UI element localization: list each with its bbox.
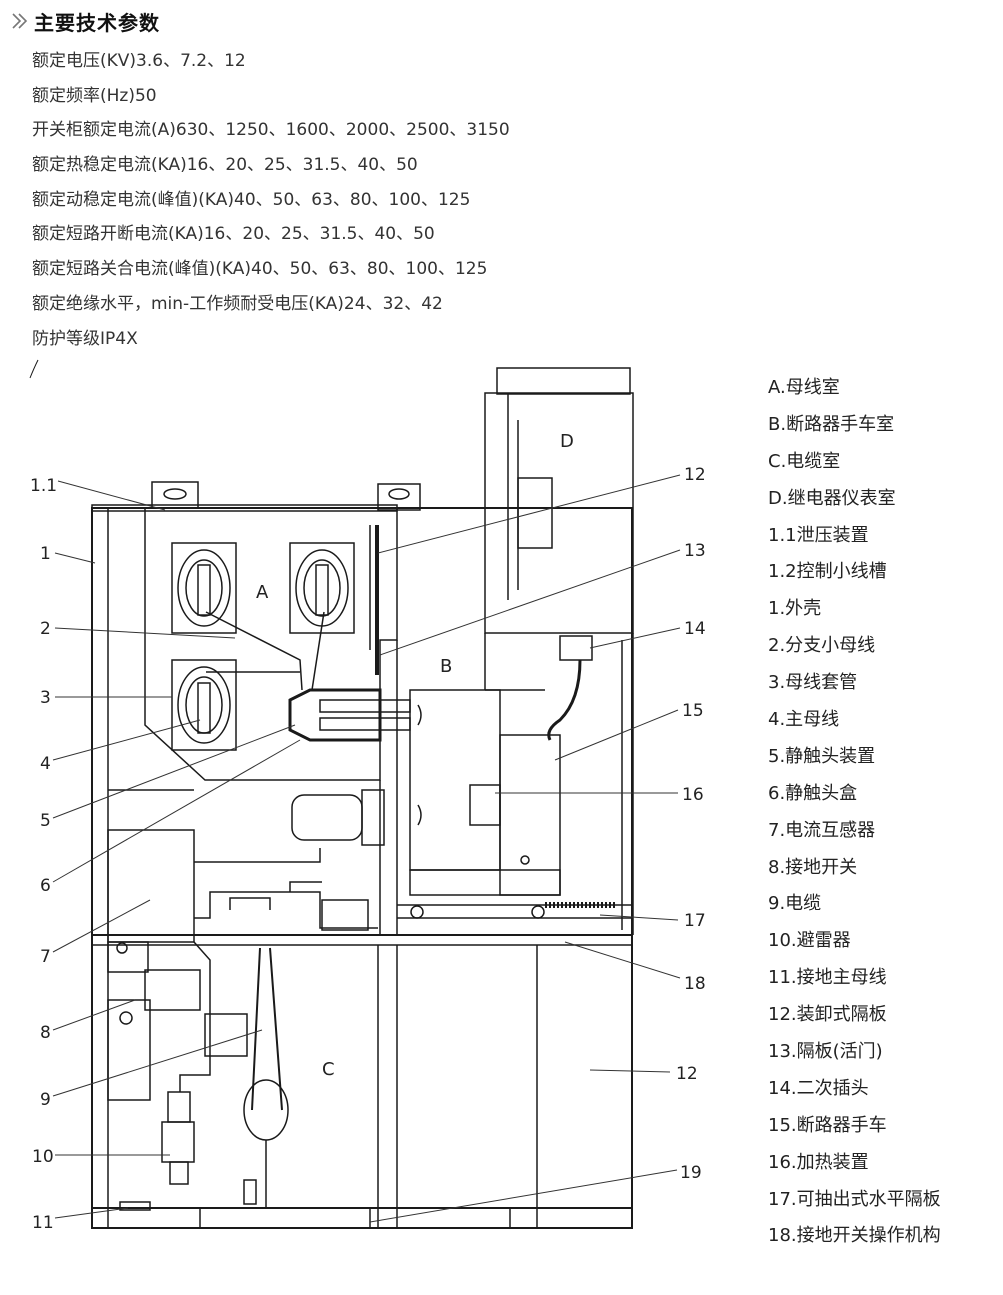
- legend-item: 3.母线套管: [768, 672, 858, 694]
- switchgear-cross-section-diagram: A B C D 1.1 1 2 3 4 5 6 7 8 9 10 11 12 1…: [29, 359, 706, 1233]
- parameter-list: 额定电压(KV)3.6、7.2、12 额定频率(Hz)50 开关柜额定电流(A)…: [32, 44, 510, 356]
- legend-item: 10.避雷器: [768, 930, 851, 952]
- legend-item: 4.主母线: [768, 709, 840, 731]
- param-breaking-current: 额定短路开断电流(KA)16、20、25、31.5、40、50: [32, 224, 435, 245]
- param-insulation-level: 额定绝缘水平，min-工作频耐受电压(KA)24、32、42: [32, 293, 443, 314]
- compartment-label-a: A: [256, 582, 269, 603]
- callout-label: 19: [680, 1163, 702, 1183]
- callout-label: 3: [40, 688, 51, 708]
- legend-item: 15.断路器手车: [768, 1114, 887, 1136]
- param-protection-class: 防护等级IP4X: [32, 328, 138, 349]
- legend-item: 14.二次插头: [768, 1077, 869, 1099]
- legend-item: 2.分支小母线: [768, 635, 876, 657]
- callout-label: 10: [32, 1147, 54, 1167]
- legend-item: 8.接地开关: [768, 856, 858, 878]
- legend-item: 18.接地开关操作机构: [768, 1225, 941, 1247]
- callout-label: 9: [40, 1090, 51, 1110]
- legend-item: 1.1泄压装置: [768, 524, 869, 546]
- callout-label: 14: [684, 619, 706, 639]
- callout-label: 4: [40, 754, 51, 774]
- double-chevron-right-icon: [12, 13, 28, 29]
- callout-label: 7: [40, 947, 51, 967]
- legend-item: 13.隔板(活门): [768, 1041, 883, 1063]
- section-header: 主要技术参数: [10, 6, 160, 36]
- callout-label: 1: [40, 544, 51, 564]
- legend-item: 7.电流互感器: [768, 819, 876, 841]
- legend-item: 6.静触头盒: [768, 782, 858, 804]
- param-rated-current: 开关柜额定电流(A)630、1250、1600、2000、2500、3150: [32, 120, 510, 141]
- callout-label: 15: [682, 701, 704, 721]
- compartment-label-d: D: [560, 431, 574, 452]
- component-legend: A.母线室 B.断路器手车室 C.电缆室 D.继电器仪表室 1.1泄压装置 1.…: [768, 370, 941, 1255]
- compartment-label-b: B: [440, 656, 452, 677]
- callout-label: 13: [684, 541, 706, 561]
- param-making-current: 额定短路关合电流(峰值)(KA)40、50、63、80、100、125: [32, 259, 488, 280]
- callout-label: 1.1: [30, 476, 57, 496]
- param-dynamic-current: 额定动稳定电流(峰值)(KA)40、50、63、80、100、125: [32, 189, 471, 210]
- legend-item: 16.加热装置: [768, 1151, 869, 1173]
- compartment-label-c: C: [322, 1059, 335, 1080]
- legend-item: B.断路器手车室: [768, 413, 895, 435]
- legend-item: D.继电器仪表室: [768, 487, 896, 509]
- legend-item: 12.装卸式隔板: [768, 1004, 887, 1026]
- callout-label: 12: [684, 465, 706, 485]
- callout-label: 11: [32, 1213, 54, 1233]
- callout-label: 17: [684, 911, 706, 931]
- legend-item: 1.外壳: [768, 598, 822, 620]
- legend-item: 5.静触头装置: [768, 745, 876, 767]
- legend-item: C.电缆室: [768, 450, 841, 472]
- param-rated-voltage: 额定电压(KV)3.6、7.2、12: [32, 51, 246, 71]
- callout-label: 12: [676, 1064, 698, 1084]
- legend-item: 17.可抽出式水平隔板: [768, 1188, 941, 1210]
- page-title: 主要技术参数: [34, 10, 160, 35]
- legend-item: 1.2控制小线槽: [768, 561, 887, 583]
- callout-label: 18: [684, 974, 706, 994]
- param-thermal-current: 额定热稳定电流(KA)16、20、25、31.5、40、50: [32, 155, 418, 176]
- callout-label: 16: [682, 785, 704, 805]
- legend-item: 11.接地主母线: [768, 967, 887, 989]
- callout-label: 6: [40, 876, 51, 896]
- callout-label: 5: [40, 811, 51, 831]
- callout-label: 2: [40, 619, 51, 639]
- legend-item: 9.电缆: [768, 893, 822, 915]
- param-rated-frequency: 额定频率(Hz)50: [32, 85, 157, 106]
- legend-item: A.母线室: [768, 377, 840, 398]
- diagram-structure: [29, 359, 681, 1229]
- callout-label: 8: [40, 1023, 51, 1043]
